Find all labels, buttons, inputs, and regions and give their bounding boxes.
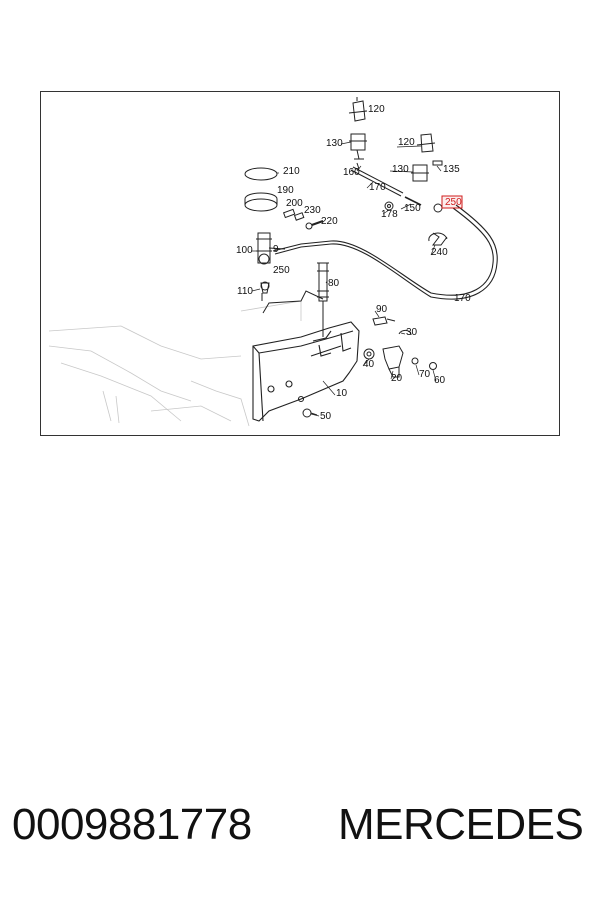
nozzle-upper-right: [411, 133, 443, 182]
part-label-70: 70: [419, 369, 431, 380]
part-label-130b: 130: [392, 164, 409, 175]
filler-neck: [262, 262, 329, 337]
part-label-150: 150: [404, 203, 421, 214]
hose-line: [272, 166, 498, 300]
part-label-230: 230: [304, 205, 321, 216]
part-label-60: 60: [434, 375, 446, 386]
part-label-240: 240: [431, 247, 448, 258]
screws: [282, 208, 324, 230]
part-label-120a: 120: [368, 104, 385, 115]
part-label-250: 250: [445, 197, 462, 208]
part-label-80: 80: [328, 278, 340, 289]
part-label-30: 30: [406, 327, 418, 338]
part-label-20: 20: [391, 373, 403, 384]
part-label-40: 40: [363, 359, 375, 370]
part-label-210: 210: [283, 166, 300, 177]
brand-name: MERCEDES: [338, 800, 584, 849]
part-label-170a: 170: [369, 182, 386, 193]
part-number: 0009881778: [12, 800, 252, 849]
nozzle-upper-left: [348, 97, 368, 170]
lower-pump-assembly: [302, 316, 437, 418]
part-label-170b: 170: [454, 293, 471, 304]
part-label-250b: 250: [273, 265, 290, 276]
clamp-band: [244, 167, 278, 212]
part-label-200: 200: [286, 198, 303, 209]
part-label-9: 9: [273, 244, 279, 255]
part-label-120b: 120: [398, 137, 415, 148]
background-outline: [48, 300, 302, 427]
part-label-190: 190: [277, 185, 294, 196]
part-label-110: 110: [237, 286, 253, 297]
part-label-90: 90: [376, 304, 388, 315]
highlight-box-250: [441, 195, 463, 209]
part-label-100: 100: [236, 245, 253, 256]
reservoir-tank: [252, 321, 360, 422]
caption-bar: 0009881778 MERCEDES: [0, 800, 600, 864]
part-label-130a: 130: [326, 138, 343, 149]
part-label-178: 178: [381, 209, 398, 220]
part-label-220: 220: [321, 216, 338, 227]
part-label-10: 10: [336, 388, 348, 399]
part-label-160: 160: [343, 167, 360, 178]
part-label-50: 50: [320, 411, 332, 422]
part-label-135: 135: [443, 164, 460, 175]
leader-lines: [251, 110, 442, 417]
